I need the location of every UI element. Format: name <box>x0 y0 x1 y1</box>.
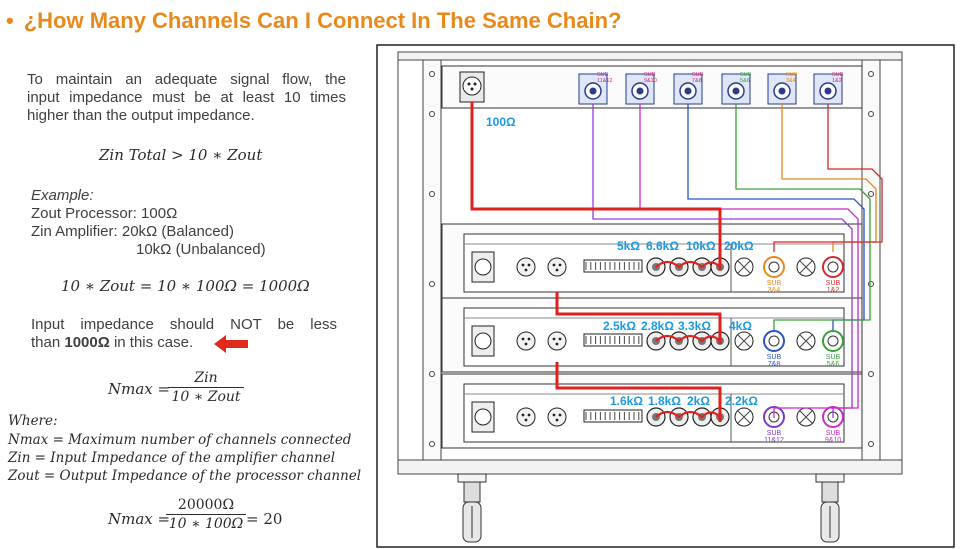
panel-sub-channels: 7&8 <box>692 78 702 84</box>
impedance-label: 1.6kΩ <box>610 394 643 408</box>
caster-left <box>457 473 487 543</box>
amp-sub-channels: 3&4 <box>768 287 781 294</box>
intro-line-1: To maintain an adequate signal flow, the <box>27 71 346 88</box>
example-processor: Zout Processor: 100Ω <box>31 205 178 222</box>
nmax-example-numerator: 20000Ω <box>166 497 246 515</box>
impedance-label: 2.2kΩ <box>725 394 758 408</box>
amp-sub-channels: 11&12 <box>764 437 784 444</box>
example-amp-balanced: Zin Amplifier: 20kΩ (Balanced) <box>31 223 234 240</box>
nmax-example-lhs: Nmax = <box>108 510 171 528</box>
speaker-wire <box>773 104 883 252</box>
impedance-label: 2.5kΩ <box>603 319 636 333</box>
impedance-label: 2.8kΩ <box>641 319 674 333</box>
impedance-label: 5kΩ <box>617 239 640 253</box>
speaker-wires <box>592 104 883 418</box>
title-text: ¿How Many Channels Can I Connect In The … <box>23 8 622 33</box>
note-post: in this case. <box>113 334 194 351</box>
impedance-label: 6.6kΩ <box>646 239 679 253</box>
amp-sub-label: SUB <box>826 354 841 361</box>
rack-diagram: SUB11&12SUB9&10SUB7&8SUB5&6SUB3&4SUB1&2 … <box>376 44 955 548</box>
rack-cabinet <box>397 51 903 475</box>
speaker-wire <box>735 104 871 330</box>
panel-sub-label: SUB <box>692 72 704 78</box>
nmax-example-denominator: 10 ∗ 100Ω <box>168 516 244 532</box>
panel-sub-label: SUB <box>644 72 656 78</box>
example-heading: Example: <box>31 187 94 204</box>
signal-chain <box>470 102 722 422</box>
formula-calc: 10 ∗ Zout = 10 ∗ 100Ω = 1000Ω <box>61 277 310 295</box>
nmax-example-result: = 20 <box>246 510 283 528</box>
where-def-1: Nmax = Maximum number of channels connec… <box>8 432 352 448</box>
intro-line-3: higher than the output impedance. <box>27 107 255 124</box>
amp-sub-label: SUB <box>767 430 782 437</box>
nmax-denominator: 10 ∗ Zout <box>171 389 241 405</box>
nmax-lhs: Nmax = <box>108 380 171 398</box>
page-title: • ¿How Many Channels Can I Connect In The… <box>6 8 621 34</box>
amp-sub-channels: 9&10 <box>825 437 841 444</box>
panel-sub-channels: 1&2 <box>832 78 842 84</box>
note-bold-value: 1000Ω <box>64 334 110 351</box>
formula-main: Zin Total > 10 ∗ Zout <box>99 146 263 164</box>
amp-sub-label: SUB <box>826 430 841 437</box>
nmax-fraction: Zin 10 ∗ Zout <box>168 370 244 405</box>
impedance-label: 3.3kΩ <box>678 319 711 333</box>
amp-sub-label: SUB <box>767 354 782 361</box>
where-def-3: Zout = Output Impedance of the processor… <box>8 468 362 484</box>
note-line-1: Input impedance should NOT be less <box>31 316 337 333</box>
panel-sub-label: SUB <box>786 72 798 78</box>
caster-right <box>815 473 845 543</box>
nmax-numerator: Zin <box>168 370 244 388</box>
where-def-2: Zin = Input Impedance of the amplifier c… <box>8 450 336 466</box>
panel-sub-channels: 11&12 <box>597 78 613 84</box>
note-pre: than <box>31 334 61 351</box>
where-heading: Where: <box>8 413 58 429</box>
amp-sub-channels: 7&8 <box>768 361 781 368</box>
amp-sub-channels: 5&6 <box>827 361 840 368</box>
panel-sub-label: SUB <box>597 72 609 78</box>
panel-sub-label: SUB <box>740 72 752 78</box>
amp-sub-label: SUB <box>826 280 841 287</box>
intro-line-2: input impedance must be at least 10 time… <box>27 89 346 106</box>
impedance-label: 20kΩ <box>724 239 754 253</box>
panel-sub-label: SUB <box>832 72 844 78</box>
panel-sub-channels: 3&4 <box>786 78 796 84</box>
bullet: • <box>6 8 14 33</box>
panel-sub-channels: 5&6 <box>740 78 750 84</box>
impedance-labels: 5kΩ 6.6kΩ 10kΩ 20kΩ 2.5kΩ 2.8kΩ 3.3kΩ 4kΩ 1.6kΩ 1… <box>603 239 758 408</box>
note-line-2: than 1000Ω in this case. <box>31 334 193 352</box>
arrow-left-icon <box>214 335 248 353</box>
impedance-label: 2kΩ <box>687 394 710 408</box>
impedance-label: 1.8kΩ <box>648 394 681 408</box>
impedance-label: 4kΩ <box>729 319 752 333</box>
amp-sub-label: SUB <box>767 280 782 287</box>
nmax-example-fraction: 20000Ω 10 ∗ 100Ω <box>166 497 246 532</box>
example-amp-unbalanced: 10kΩ (Unbalanced) <box>136 241 266 258</box>
impedance-label: 10kΩ <box>686 239 716 253</box>
panel-sub-channels: 9&10 <box>644 78 657 84</box>
amp-sub-channels: 1&2 <box>827 287 840 294</box>
processor-impedance-label: 100Ω <box>486 115 516 129</box>
channel-link-loops <box>655 260 721 419</box>
processor-xlr-connector <box>459 71 485 103</box>
